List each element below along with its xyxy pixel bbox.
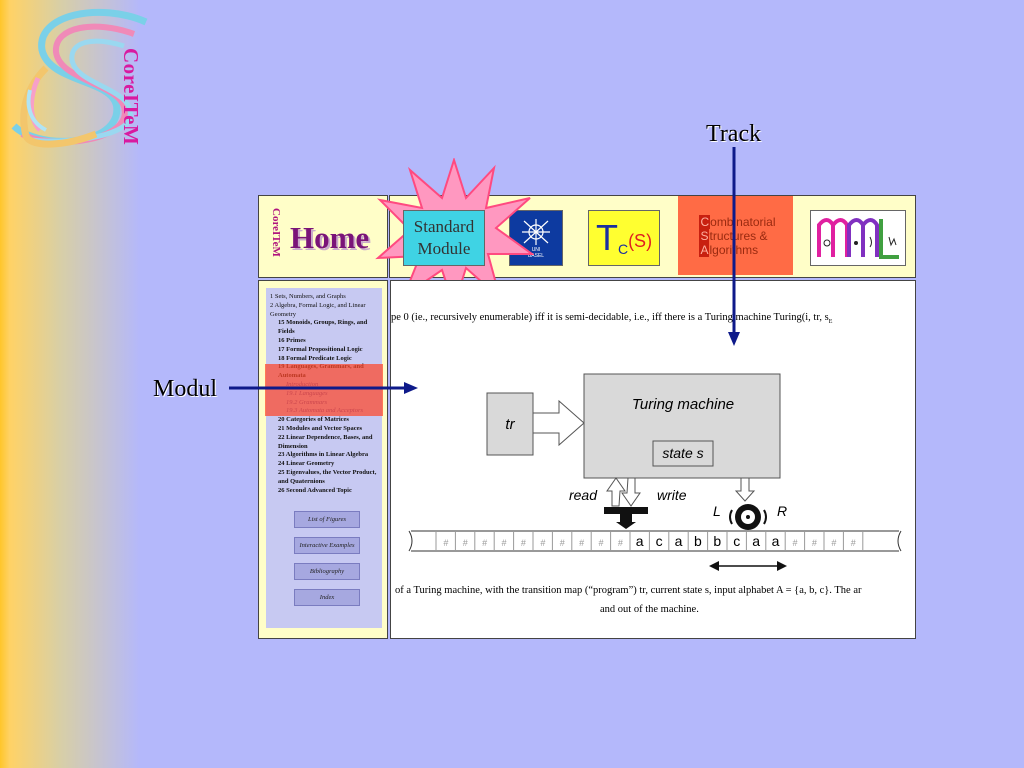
mml-logo[interactable]: [810, 210, 906, 266]
coreitem-logo-icon: [11, 8, 148, 148]
mml-emblem-icon: [817, 218, 899, 259]
tape-cell: #: [618, 538, 624, 548]
tape-cell: b: [713, 533, 721, 549]
header-brand: CoreITeM: [270, 208, 282, 257]
tape-cell: #: [579, 538, 585, 548]
tape-cell: a: [772, 533, 780, 549]
motor-arrow: [734, 477, 756, 502]
content-top-line: pe 0 (ie., recursively enumerable) iff i…: [391, 312, 833, 326]
tape-cell: #: [560, 538, 566, 548]
tape-cell: a: [752, 533, 760, 549]
brand-title: CoreITeM: [119, 48, 143, 146]
tape-cell: #: [482, 538, 488, 548]
read-label: read: [569, 487, 598, 503]
tape-cell: #: [443, 538, 449, 548]
state-label: state s: [662, 445, 703, 461]
csa-logo[interactable]: Combinatorial Structures & Algorithms: [678, 196, 793, 275]
interactive-examples-button[interactable]: Interactive Examples: [294, 537, 360, 554]
tcs-logo[interactable]: T C (S): [588, 210, 660, 266]
left-label: L: [713, 503, 721, 519]
tape-cell: a: [636, 533, 644, 549]
header-left-frame: CoreITeM Home: [258, 195, 388, 278]
toc-item[interactable]: 16 Primes: [278, 336, 306, 344]
right-label: R: [777, 503, 787, 519]
toc-item[interactable]: 21 Modules and Vector Spaces: [278, 424, 363, 432]
tape-cell: #: [812, 538, 818, 548]
toc-item[interactable]: 25 Eigenvalues, the Vector Product, and …: [278, 468, 377, 485]
list-of-figures-button[interactable]: List of Figures: [294, 511, 360, 528]
toc-item[interactable]: 24 Linear Geometry: [278, 460, 335, 468]
toc-item[interactable]: 23 Algorithms in Linear Algebra: [278, 451, 369, 459]
toc-item[interactable]: 20 Categories of Matrices: [278, 416, 349, 424]
modul-callout: Modul: [153, 376, 218, 402]
tr-label: tr: [505, 416, 515, 433]
toc-item[interactable]: 17 Formal Propositional Logic: [278, 345, 363, 353]
state-box: [652, 440, 714, 467]
home-link[interactable]: Home: [290, 220, 370, 255]
caption-line-2: and out of the machine.: [600, 604, 699, 615]
tape-cell: #: [501, 538, 507, 548]
tape-cell: #: [540, 538, 546, 548]
bibliography-button[interactable]: Bibliography: [294, 563, 360, 580]
turing-machine-diagram: tr Turing machine state s read write L R…: [408, 373, 902, 571]
tape-cell: #: [851, 538, 857, 548]
tape-cell: a: [675, 533, 683, 549]
head-bar: [604, 507, 648, 514]
tape-cell: c: [733, 533, 740, 549]
write-arrow: [621, 477, 641, 507]
toc-item[interactable]: 1 Sets, Numbers, and Graphs: [270, 293, 346, 300]
tape-cell: #: [831, 538, 837, 548]
content-frame: pe 0 (ie., recursively enumerable) iff i…: [390, 280, 916, 639]
toc-item[interactable]: 22 Linear Dependence, Bases, and Dimensi…: [278, 433, 373, 450]
write-label: write: [657, 487, 687, 503]
machine-label: Turing machine: [632, 396, 734, 413]
tape-cell: #: [792, 538, 798, 548]
tape-cell: c: [656, 533, 663, 549]
tape-cell: #: [598, 538, 604, 548]
toc-item[interactable]: 18 Formal Predicate Logic: [278, 354, 352, 362]
caption-line-1: of a Turing machine, with the transition…: [395, 585, 862, 596]
tape-cell: #: [463, 538, 469, 548]
standard-module-button[interactable]: Standard Module: [403, 210, 485, 266]
toc-highlight: [265, 364, 383, 416]
tr-arrow: [532, 399, 585, 447]
tape-cell: #: [521, 538, 527, 548]
tape-cell: b: [694, 533, 702, 549]
toc-item[interactable]: 2 Algebra, Formal Logic, and Linear Geom…: [270, 301, 366, 318]
toc-item[interactable]: 15 Monoids, Groups, Rings, and Fields: [278, 319, 368, 336]
unibasel-emblem-icon: [522, 219, 550, 245]
read-arrow: [606, 477, 626, 507]
head-pointer: [616, 514, 636, 529]
toc-item[interactable]: 26 Second Advanced Topic: [278, 486, 352, 494]
track-callout: Track: [706, 121, 762, 147]
index-button[interactable]: Index: [294, 589, 360, 606]
